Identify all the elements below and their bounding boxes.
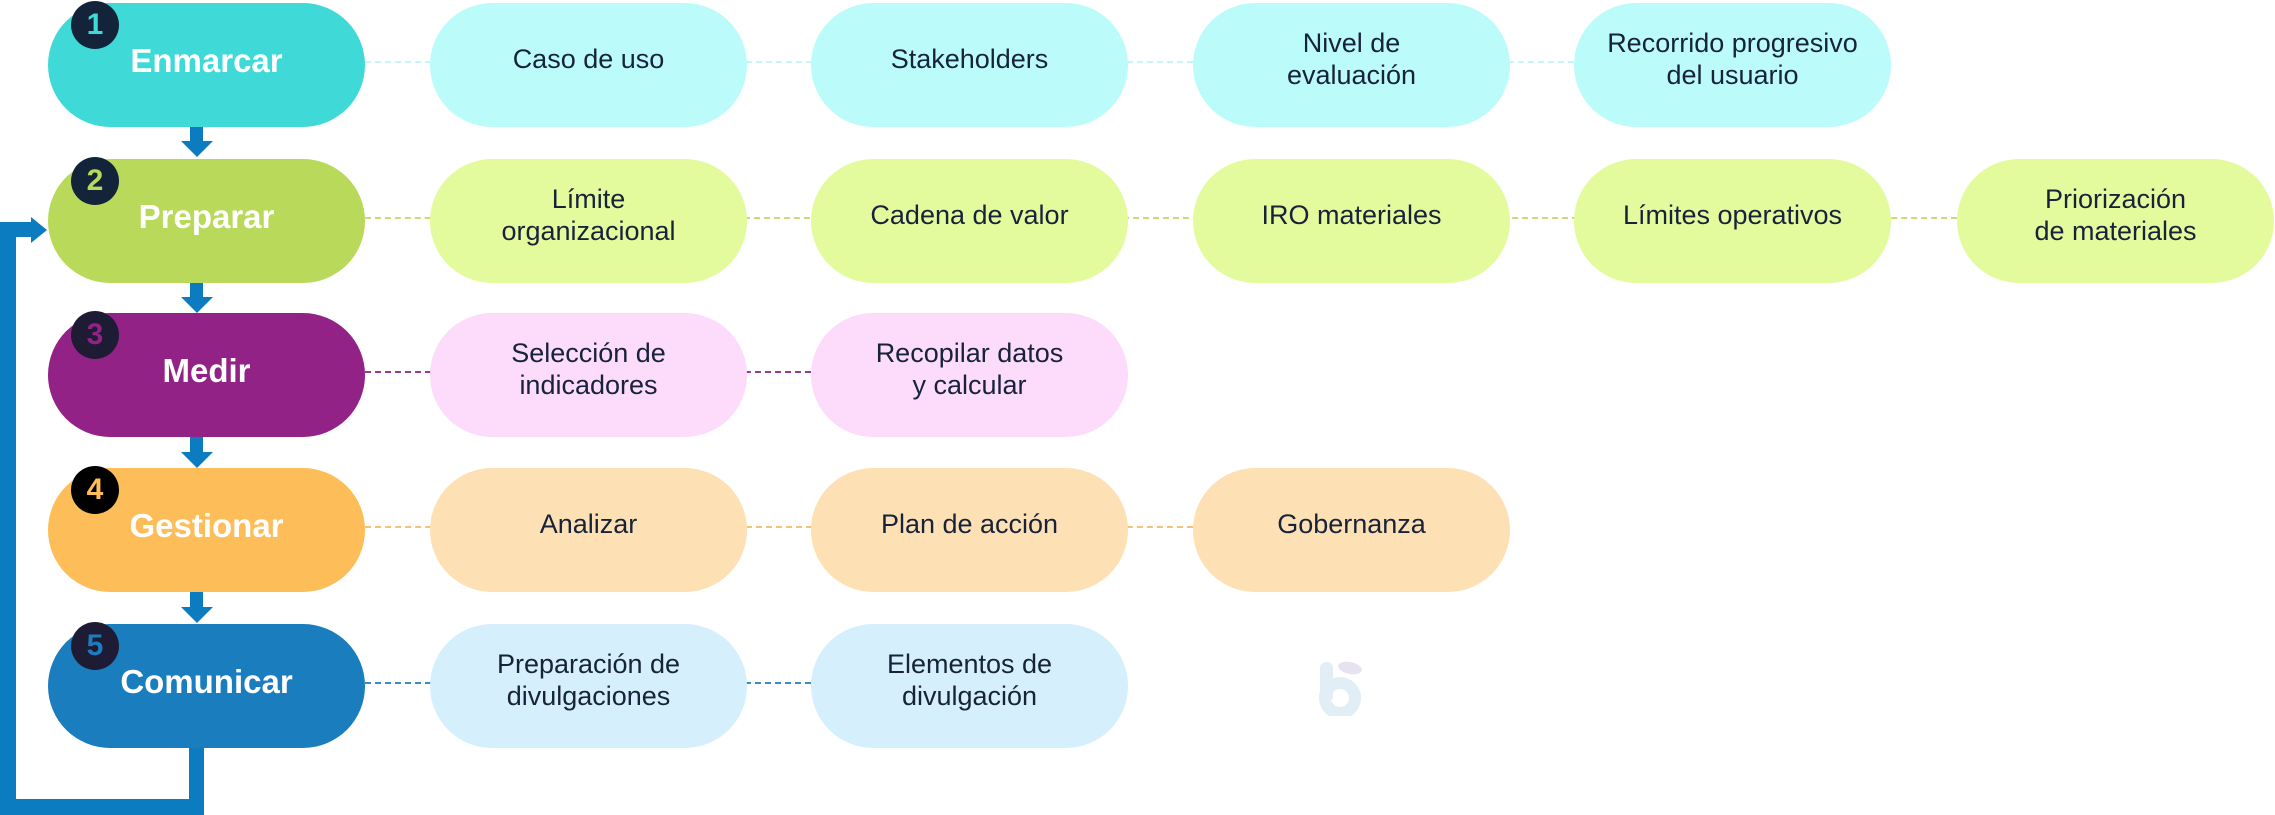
- stage-connector-line: [345, 217, 1977, 219]
- stage-label: Comunicar: [120, 663, 293, 700]
- step-label: Límites operativos: [1622, 200, 1843, 230]
- step-pill[interactable]: Selección de indicadores: [430, 313, 747, 437]
- stage-number-badge: 4: [71, 466, 119, 514]
- stage-arrow-3-stem: [190, 437, 203, 453]
- step-pill[interactable]: Gobernanza: [1193, 468, 1510, 592]
- loop-back-arrow-left-segment: [0, 222, 16, 815]
- step-label: Recorrido progresivo del usuario: [1607, 28, 1858, 90]
- stage-arrow-2-stem: [190, 282, 203, 298]
- step-pill[interactable]: Cadena de valor: [811, 159, 1128, 283]
- stage-label: Gestionar: [129, 507, 284, 544]
- step-pill[interactable]: Plan de acción: [811, 468, 1128, 592]
- stage-arrow-2-icon: [181, 297, 213, 313]
- step-label: Caso de uso: [512, 44, 665, 74]
- step-pill[interactable]: Recorrido progresivo del usuario: [1574, 3, 1891, 127]
- stage-number-badge: 5: [71, 622, 119, 670]
- stage-label: Preparar: [138, 198, 275, 235]
- step-pill[interactable]: Nivel de evaluación: [1193, 3, 1510, 127]
- step-label: Límite organizacional: [501, 184, 676, 246]
- step-pill[interactable]: Límites operativos: [1574, 159, 1891, 283]
- step-pill[interactable]: Recopilar datos y calcular: [811, 313, 1128, 437]
- stage-label: Medir: [162, 352, 251, 389]
- step-label: IRO materiales: [1261, 200, 1442, 230]
- stage-arrow-4-icon: [181, 607, 213, 623]
- step-pill[interactable]: Priorización de materiales: [1957, 159, 2274, 283]
- step-pill[interactable]: Stakeholders: [811, 3, 1128, 127]
- step-label: Selección de indicadores: [511, 338, 666, 400]
- step-label: Cadena de valor: [870, 200, 1069, 230]
- step-label: Stakeholders: [890, 44, 1049, 74]
- step-label: Plan de acción: [880, 509, 1059, 539]
- stage-label: Enmarcar: [130, 42, 283, 79]
- step-label: Nivel de evaluación: [1286, 28, 1417, 90]
- stage-arrow-1-icon: [181, 141, 213, 157]
- step-pill[interactable]: Analizar: [430, 468, 747, 592]
- loop-back-arrow-top-segment: [0, 222, 32, 237]
- step-pill[interactable]: Caso de uso: [430, 3, 747, 127]
- stage-arrow-4-stem: [190, 592, 203, 608]
- step-pill[interactable]: Límite organizacional: [430, 159, 747, 283]
- stage-number-badge: 2: [71, 157, 119, 205]
- step-pill[interactable]: Preparación de divulgaciones: [430, 624, 747, 748]
- loop-back-arrow-bottom-segment: [0, 799, 204, 815]
- loop-back-arrow-down-segment: [189, 740, 204, 815]
- step-label: Recopilar datos y calcular: [875, 338, 1064, 400]
- stage-connector-line: [345, 526, 1213, 528]
- step-label: Priorización de materiales: [2034, 184, 2197, 246]
- brand-logo-icon: [1318, 660, 1366, 719]
- stage-arrow-1-stem: [190, 126, 203, 142]
- stage-number-badge: 3: [71, 311, 119, 359]
- step-pill[interactable]: Elementos de divulgación: [811, 624, 1128, 748]
- step-pill[interactable]: IRO materiales: [1193, 159, 1510, 283]
- step-label: Analizar: [539, 509, 638, 539]
- loop-back-arrowhead-icon: [31, 217, 47, 243]
- stage-arrow-3-icon: [181, 452, 213, 468]
- step-label: Gobernanza: [1277, 509, 1426, 539]
- step-label: Preparación de divulgaciones: [496, 649, 681, 711]
- stage-number-badge: 1: [71, 1, 119, 49]
- step-label: Elementos de divulgación: [886, 649, 1053, 711]
